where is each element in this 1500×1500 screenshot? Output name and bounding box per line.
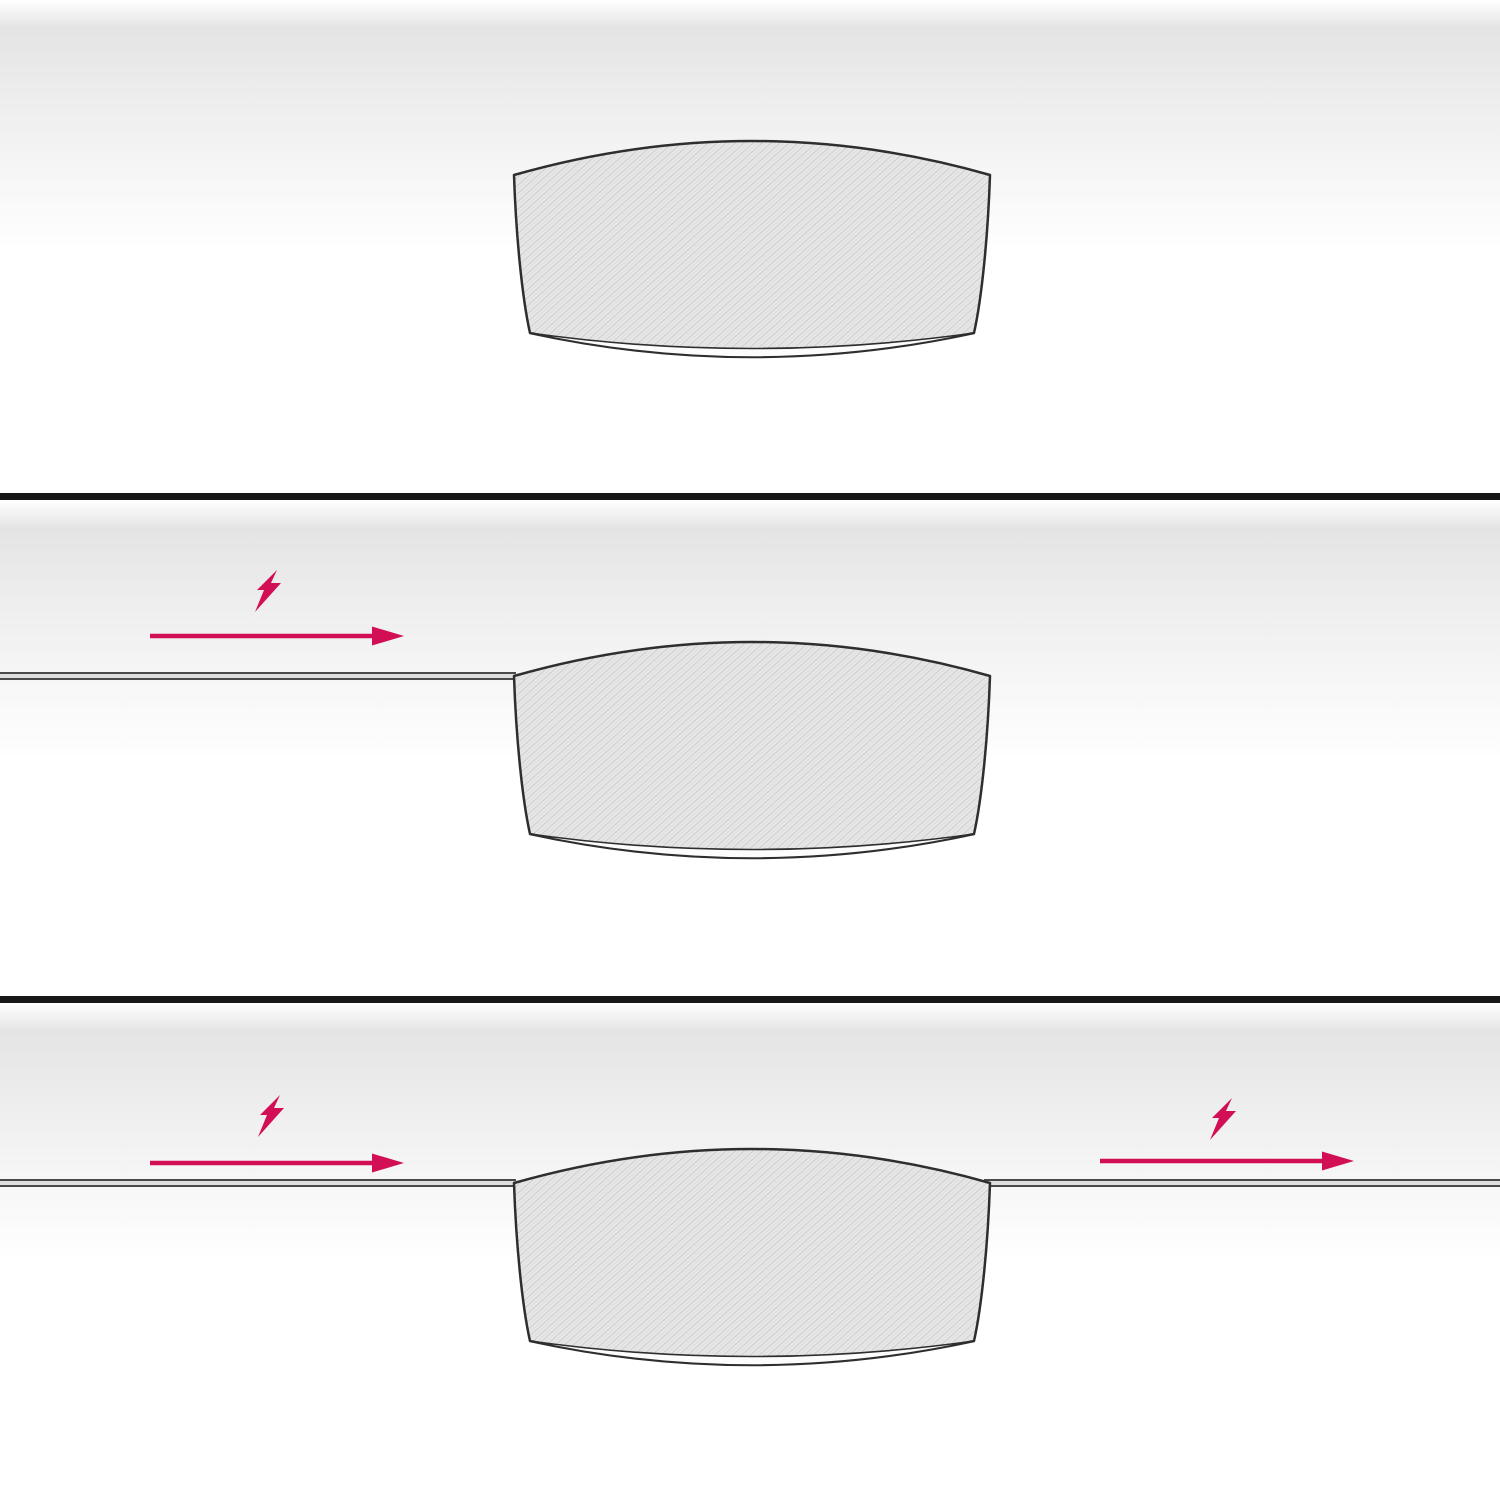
panel-cable-entry-left — [0, 500, 1500, 996]
electric-cable-right — [984, 1179, 1500, 1187]
drum-ceiling-lampshade — [510, 1143, 994, 1379]
drum-ceiling-lampshade — [510, 135, 994, 371]
drum-ceiling-lampshade — [510, 636, 994, 872]
panel-divider — [0, 996, 1500, 1003]
electric-cable-left — [0, 672, 516, 680]
panel-cable-pass-through — [0, 1003, 1500, 1500]
panel-shade-only — [0, 0, 1500, 493]
electric-cable-left — [0, 1179, 516, 1187]
electric-bolt-icon — [253, 1095, 289, 1141]
electric-bolt-icon — [1205, 1098, 1241, 1144]
current-direction-arrow-icon — [1098, 1143, 1358, 1179]
current-direction-arrow-icon — [148, 618, 408, 654]
panel-divider — [0, 493, 1500, 500]
current-direction-arrow-icon — [148, 1145, 408, 1181]
electric-bolt-icon — [250, 570, 286, 616]
